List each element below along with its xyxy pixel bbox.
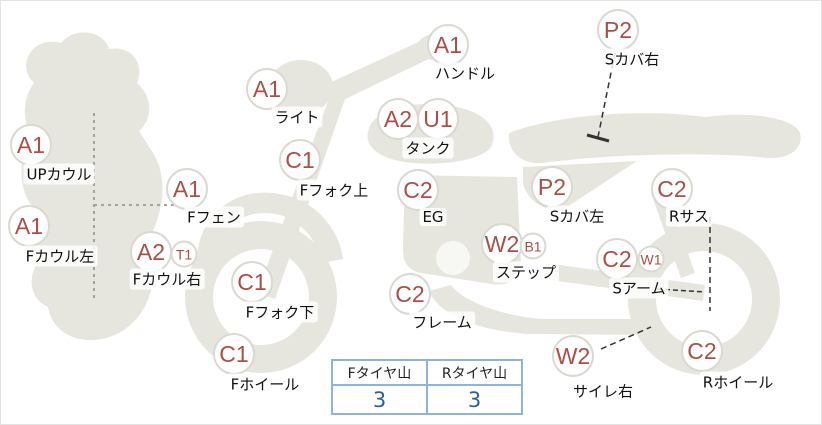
seat-tail-shape <box>508 113 801 164</box>
part-label-front-fork-lower: Fフォク下 <box>242 301 318 323</box>
front-tire-tread-header: Fタイヤ山 <box>331 359 428 386</box>
part-label-light: ライト <box>271 106 323 128</box>
pointer-scover-tick <box>586 133 610 143</box>
grade-badge-front-wheel: C1 <box>213 333 255 375</box>
tire-table-value-row: 3 3 <box>331 384 523 415</box>
grade-badge-front-fork-upper: C1 <box>279 139 321 181</box>
grade-badge-step: B1 <box>519 232 547 260</box>
tire-tread-table: Fタイヤ山 Rタイヤ山 3 3 <box>331 359 523 415</box>
grade-badge-silencer-right: W2 <box>552 335 594 377</box>
grade-badge-side-cover-right: P2 <box>597 9 639 51</box>
part-label-side-cover-left: Sカバ左 <box>546 205 608 227</box>
exhaust-pipe-shape <box>429 285 654 335</box>
grade-badge-front-fork-lower: C1 <box>231 261 273 303</box>
part-label-rear-wheel: Rホイール <box>699 371 777 393</box>
grade-badge-tank: A2 <box>377 98 419 140</box>
part-label-front-fork-upper: Fフォク上 <box>296 179 372 201</box>
grade-badge-side-cover-left: P2 <box>531 166 573 208</box>
part-label-up-cowl: UPカウル <box>23 163 95 185</box>
front-cowl-shape <box>21 32 163 341</box>
grade-badge-up-cowl: A1 <box>10 124 52 166</box>
part-label-handlebar: ハンドル <box>431 62 499 84</box>
part-label-step: ステップ <box>492 261 560 283</box>
grade-badge-frame: C2 <box>389 273 431 315</box>
part-label-frame: フレーム <box>409 311 475 333</box>
engine-cover-shape <box>436 241 470 275</box>
grade-badge-step: W2 <box>481 223 523 265</box>
rear-suspension-shape <box>651 189 695 278</box>
part-label-silencer-right: サイレ右 <box>569 380 637 402</box>
part-label-front-cowl-left: Fカウル左 <box>22 245 98 267</box>
front-wheel-shape <box>185 221 337 373</box>
part-label-swingarm: Sアーム <box>609 277 669 299</box>
grade-badge-handlebar: A1 <box>427 24 469 66</box>
part-label-front-wheel: Fホイール <box>227 373 303 395</box>
part-label-side-cover-right: Sカバ右 <box>601 48 663 70</box>
front-tire-tread-value: 3 <box>331 384 428 415</box>
pointer-silencer-line <box>600 326 652 350</box>
headlight-shape <box>269 60 333 114</box>
grade-badge-light: A1 <box>246 68 288 110</box>
grade-badge-swingarm: W1 <box>637 245 665 273</box>
grade-badge-swingarm: C2 <box>596 238 638 280</box>
handlebar-shape <box>325 37 441 101</box>
grade-badge-engine: C2 <box>397 169 439 211</box>
grade-badge-rear-wheel: C2 <box>681 330 723 372</box>
part-label-front-fender: Fフェン <box>184 206 244 228</box>
grade-badge-front-cowl-right: T1 <box>170 240 198 268</box>
grade-badge-tank: U1 <box>417 98 459 140</box>
grade-badge-front-cowl-right: A2 <box>130 231 172 273</box>
part-label-engine: EG <box>419 208 447 226</box>
part-label-rear-suspension: Rサス <box>665 205 713 227</box>
part-label-front-cowl-right: Fカウル右 <box>129 268 205 290</box>
grade-badge-rear-suspension: C2 <box>651 168 693 210</box>
grade-badge-front-fender: A1 <box>166 168 208 210</box>
part-label-tank: タンク <box>402 137 454 159</box>
rear-tire-tread-header: Rタイヤ山 <box>426 359 523 386</box>
tire-table-header-row: Fタイヤ山 Rタイヤ山 <box>331 359 523 386</box>
rear-tire-tread-value: 3 <box>426 384 523 415</box>
grade-badge-front-cowl-left: A1 <box>8 205 50 247</box>
